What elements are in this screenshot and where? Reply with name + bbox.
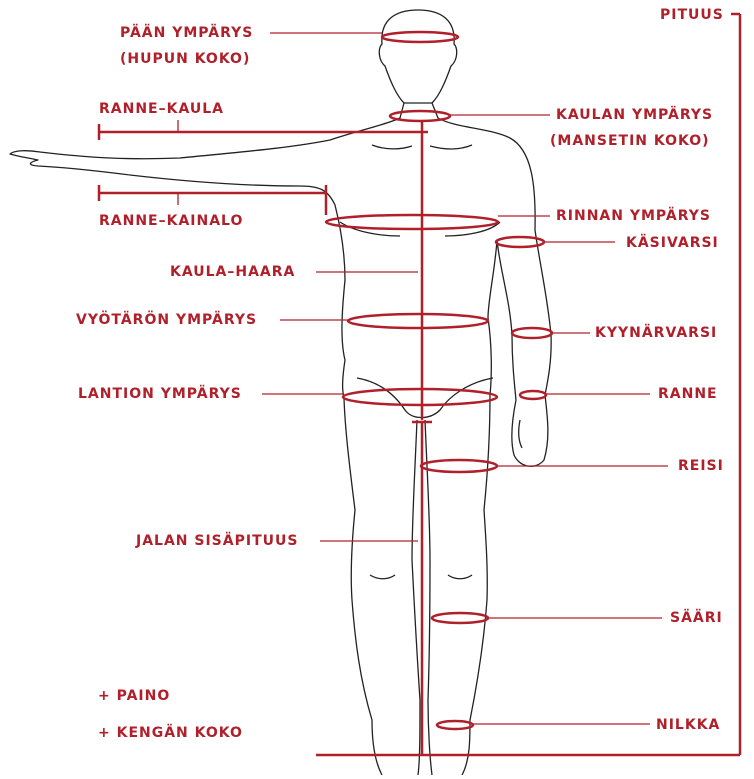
wrist-ring <box>520 391 546 399</box>
calf-label: SÄÄRI <box>670 609 723 627</box>
chest-line-left <box>372 145 412 149</box>
hip-ring <box>343 389 497 405</box>
ankle-label: NILKKA <box>656 716 720 734</box>
cuff-size-label: (MANSETIN KOKO) <box>550 132 710 150</box>
head-outline <box>379 10 456 103</box>
chest-circumference-label: RINNAN YMPÄRYS <box>556 207 711 225</box>
left-arm-outline <box>10 103 404 398</box>
knee-left <box>370 575 395 579</box>
forearm-label: KYYNÄRVARSI <box>595 324 717 342</box>
hood-size-label: (HUPUN KOKO) <box>120 50 250 68</box>
wrist-armpit-label: RANNE–KAINALO <box>99 212 243 230</box>
height-label: PITUUS <box>660 6 724 24</box>
head-circumference-label: PÄÄN YMPÄRYS <box>120 24 253 42</box>
right-arm-outline <box>432 103 551 466</box>
right-leg-outer <box>462 395 490 775</box>
left-leg-outer <box>344 398 382 775</box>
shoe-size-note: + KENGÄN KOKO <box>98 724 243 742</box>
waist-circumference-label: VYÖTÄRÖN YMPÄRYS <box>76 311 257 329</box>
right-leg-inner <box>425 420 432 775</box>
thigh-ring <box>421 460 497 472</box>
wrist-neck-label: RANNE–KAULA <box>99 100 224 118</box>
thigh-label: REISI <box>678 457 724 475</box>
calf-ring <box>432 613 488 623</box>
hand-detail <box>519 420 522 448</box>
hip-circumference-label: LANTION YMPÄRYS <box>78 385 242 403</box>
chest-line-right <box>430 145 472 149</box>
neck-crotch-label: KAULA–HAARA <box>170 263 295 281</box>
ankle-ring <box>437 721 473 729</box>
forearm-ring <box>512 328 552 338</box>
knee-right <box>448 575 472 579</box>
chest-ring <box>326 215 498 229</box>
neck-ring <box>390 111 450 121</box>
inseam-label: JALAN SISÄPITUUS <box>136 532 298 550</box>
weight-note: + PAINO <box>98 687 170 705</box>
head-ring <box>382 32 458 42</box>
upper-arm-label: KÄSIVARSI <box>626 234 719 252</box>
wrist-label: RANNE <box>658 385 718 403</box>
briefs-outline <box>357 378 493 418</box>
left-leg-inner <box>412 420 420 775</box>
neck-circumference-label: KAULAN YMPÄRYS <box>556 106 713 124</box>
waist-ring <box>348 314 488 328</box>
